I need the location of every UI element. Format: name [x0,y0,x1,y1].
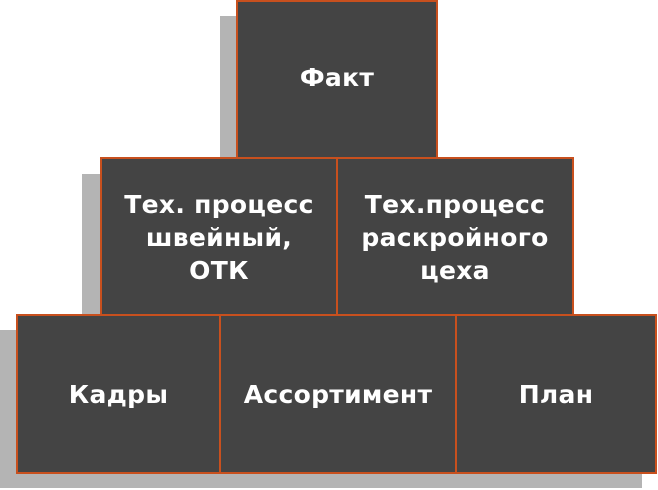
pyramid-bottom-box-3: План [455,314,657,474]
pyramid-middle-box-1: Тех. процесс швейный, ОТК [100,157,338,317]
pyramid-middle-box-2: Тех.процесс раскройного цеха [336,157,574,317]
pyramid-bottom-box-2: Ассортимент [219,314,457,474]
pyramid-bottom-label-2: Ассортимент [243,379,433,409]
pyramid-bottom-box-1: Кадры [16,314,221,474]
pyramid-middle-label-2: Тех.процесс раскройного цеха [361,189,549,285]
pyramid-top-label: Факт [299,62,375,92]
pyramid-top-box: Факт [236,0,438,160]
pyramid-bottom-label-3: План [518,379,594,409]
pyramid-bottom-label-1: Кадры [68,379,169,409]
pyramid-middle-label-1: Тех. процесс швейный, ОТК [124,189,314,285]
